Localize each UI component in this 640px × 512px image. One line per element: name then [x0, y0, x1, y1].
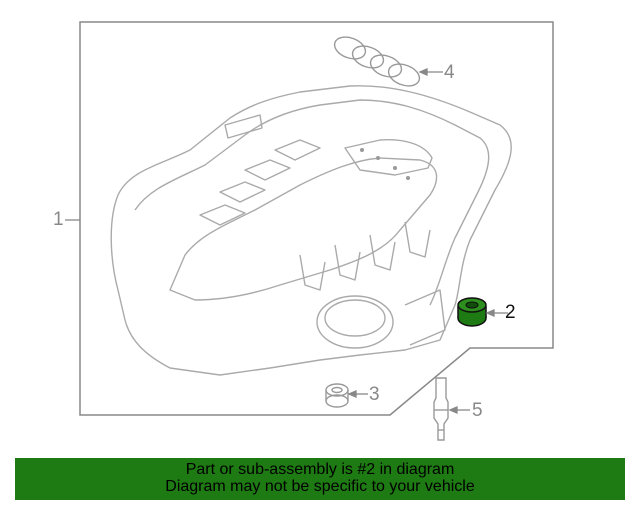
grommet-highlighted [457, 297, 487, 327]
info-banner: Part or sub-assembly is #2 in diagram Di… [15, 458, 625, 500]
callout-3: 3 [369, 384, 380, 405]
banner-line-2: Diagram may not be specific to your vehi… [165, 478, 475, 495]
leader-lines [65, 68, 508, 414]
diagram-frame [79, 21, 554, 416]
grommet-small [325, 383, 349, 408]
emblem-rings [333, 36, 421, 87]
engine-cover [110, 85, 512, 376]
callout-1: 1 [53, 209, 64, 230]
callout-2: 2 [505, 302, 516, 323]
banner-line-1: Part or sub-assembly is #2 in diagram [185, 461, 455, 478]
stud-bolt [433, 377, 449, 441]
callout-5: 5 [472, 400, 483, 421]
callout-4: 4 [444, 62, 455, 83]
